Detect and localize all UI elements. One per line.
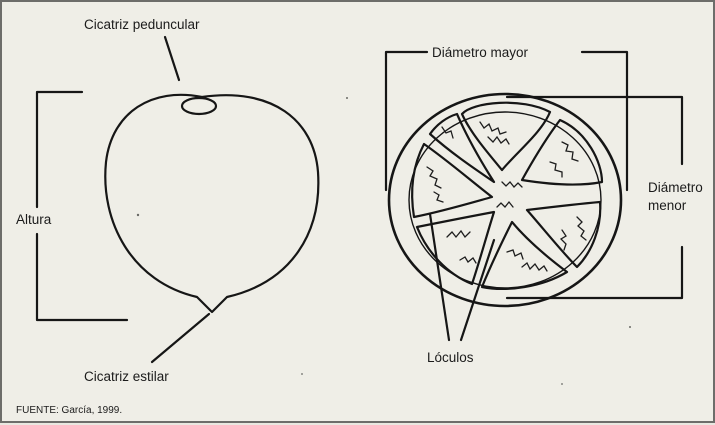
label-major-diameter: Diámetro mayor: [432, 45, 528, 61]
label-peduncular-scar: Cicatriz peduncular: [84, 17, 200, 33]
source-note: FUENTE: García, 1999.: [16, 405, 122, 416]
height-bracket: [37, 92, 127, 320]
locule-bottom: [482, 222, 567, 289]
loculos-pointer-2: [461, 240, 494, 340]
peduncular-scar: [182, 98, 216, 114]
label-stylar-scar: Cicatriz estilar: [84, 369, 169, 385]
paper-specks: [137, 97, 631, 385]
seed-texture: [427, 122, 586, 271]
fruit-outline: [105, 95, 318, 312]
cross-section-outline: [389, 94, 621, 306]
locule-top: [462, 103, 550, 170]
peduncular-pointer: [165, 37, 179, 80]
label-height: Altura: [16, 212, 51, 228]
locule-left: [412, 144, 492, 217]
locule-right: [527, 202, 600, 267]
label-minor-diameter-line2: menor: [648, 198, 686, 214]
stylar-pointer: [152, 314, 209, 362]
label-minor-diameter-line1: Diámetro: [648, 180, 703, 196]
loculos-pointer-1: [430, 214, 449, 340]
major-diameter-bracket: [386, 52, 627, 190]
label-loculos: Lóculos: [427, 350, 474, 366]
